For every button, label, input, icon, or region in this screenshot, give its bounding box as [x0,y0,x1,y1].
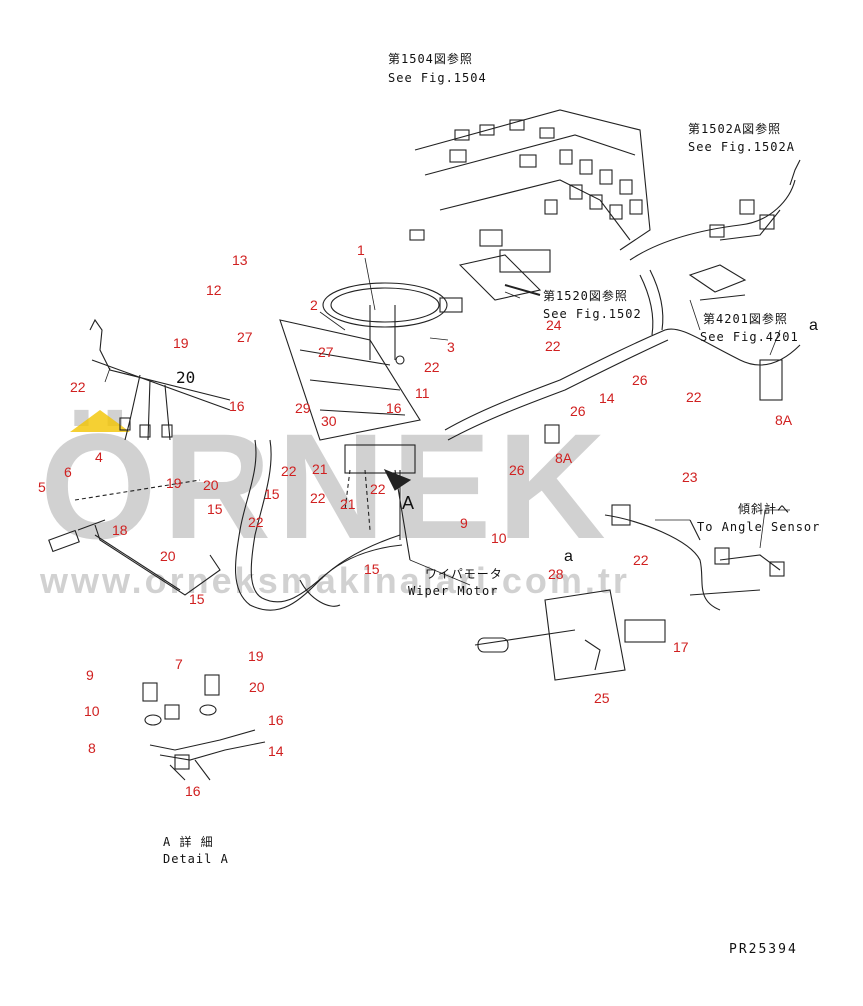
ref-wiper-jp: ワイパモータ [425,567,503,581]
callout-5: 5 [38,479,46,495]
callout-10: 10 [491,530,507,546]
callout-22-f: 22 [310,490,326,506]
callout-24: 24 [546,317,562,333]
ref-angle-sensor-en: To Angle Sensor [697,520,821,534]
callout-20-a: 20 [176,368,196,387]
callout-15-d: 15 [189,591,205,607]
detail-callout-14: 14 [268,743,284,759]
detail-a-title-jp: A 詳 細 [163,835,214,849]
callout-22-e: 22 [281,463,297,479]
callout-14: 14 [599,390,615,406]
callout-16-b: 16 [386,400,402,416]
ref-fig1520-jp: 第1520図参照 [543,289,628,303]
callout-20-b: 20 [203,477,219,493]
callout-2: 2 [310,297,318,313]
callout-25: 25 [594,690,610,706]
connector-cluster-upper [409,119,643,273]
callout-21-a: 21 [312,461,328,477]
callout-28: 28 [548,566,564,582]
ref-fig1504-en: See Fig.1504 [388,71,487,85]
callout-1: 1 [357,242,365,258]
callout-22-i: 22 [633,552,649,568]
callout-3: 3 [447,339,455,355]
detail-callout-16-a: 16 [268,712,284,728]
callout-22-d: 22 [686,389,702,405]
detail-callout-10: 10 [84,703,100,719]
drawing-code: PR25394 [729,942,798,957]
callout-22-c: 22 [545,338,561,354]
callout-11: 11 [415,385,430,401]
callout-19-b: 19 [166,475,182,491]
ref-fig1502a-en: See Fig.1502A [688,140,795,154]
detail-a-title-en: Detail A [163,852,229,866]
callout-27-a: 27 [237,329,253,345]
callout-30: 30 [321,413,337,429]
callout-26-c: 26 [509,462,525,478]
watermark-accent-triangle [70,410,130,432]
callout-21-b: 21 [340,496,356,512]
ref-fig4201-en: See Fig.4201 [700,330,799,344]
view-a-marker: A [402,493,415,513]
ref-a-marker-lower: a [564,548,573,565]
callout-18: 18 [112,522,128,538]
ref-fig1504-jp: 第1504図参照 [388,52,473,66]
callout-8A-upper: 8A [775,412,793,428]
callout-16-a: 16 [229,398,245,414]
detail-callout-19: 19 [248,648,264,664]
ref-fig4201-jp: 第4201図参照 [703,312,788,326]
ref-wiper-en: Wiper Motor [408,584,499,598]
callout-12: 12 [206,282,222,298]
callout-27-b: 27 [318,344,334,360]
callout-22-g: 22 [370,481,386,497]
callout-15-c: 15 [364,561,380,577]
callout-17: 17 [673,639,689,655]
callout-6: 6 [64,464,72,480]
callout-23: 23 [682,469,698,485]
callout-8A-lower: 8A [555,450,573,466]
callout-15-b: 15 [207,501,223,517]
ref-a-marker-right: a [809,317,818,334]
ref-fig1502a-jp: 第1502A図参照 [688,122,782,136]
detail-callout-20: 20 [249,679,265,695]
detail-callout-7: 7 [175,656,183,672]
callout-22-a: 22 [70,379,86,395]
callout-20-c: 20 [160,548,176,564]
callout-15-a: 15 [264,486,280,502]
watermark-url: www.orneksmakinalari.com.tr [40,560,630,601]
ref-fig1520-en: See Fig.1502 [543,307,642,321]
detail-callout-9: 9 [86,667,94,683]
callout-26-a: 26 [632,372,648,388]
watermark-brand: ÖRNEK [40,402,612,570]
callout-29: 29 [295,400,311,416]
callout-22-b: 22 [424,359,440,375]
callout-4: 4 [95,449,103,465]
callout-26-b: 26 [570,403,586,419]
ref-angle-sensor-jp: 傾斜計へ [738,502,791,516]
detail-callout-16-b: 16 [185,783,201,799]
callout-9: 9 [460,515,468,531]
callout-19-a: 19 [173,335,189,351]
callout-13: 13 [232,252,248,268]
detail-callout-8: 8 [88,740,96,756]
callout-22-h: 22 [248,514,264,530]
